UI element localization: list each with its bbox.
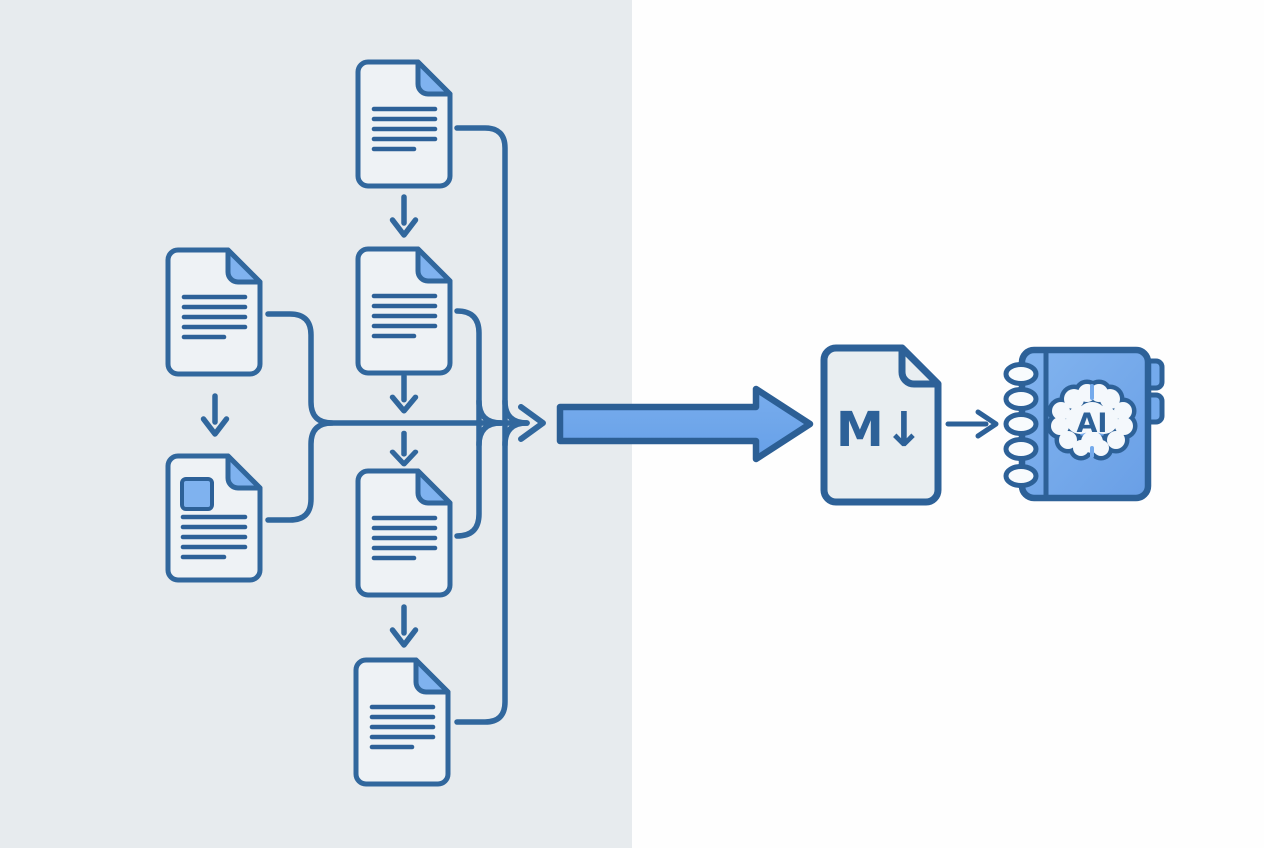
text-document-icon bbox=[356, 660, 448, 784]
markdown-file-icon: M↓ bbox=[820, 344, 942, 506]
text-document-icon bbox=[358, 471, 450, 595]
source-documents-cluster bbox=[165, 62, 450, 784]
merge-branch bbox=[502, 420, 530, 448]
image-document-icon bbox=[165, 453, 263, 583]
merge-branch bbox=[476, 420, 504, 448]
big-flow-arrow-icon bbox=[556, 385, 814, 463]
markdown-to-notebook-arrow-icon bbox=[945, 409, 999, 439]
connector-middle-outer bbox=[454, 125, 508, 725]
spiral-ring bbox=[1003, 362, 1039, 386]
text-document-icon bbox=[358, 62, 450, 186]
ai-label: AI bbox=[1077, 408, 1108, 439]
text-document-icon bbox=[168, 250, 260, 374]
connector-lines bbox=[265, 125, 546, 725]
connector-left-bottom-doc bbox=[265, 420, 335, 523]
markdown-label: M↓ bbox=[836, 402, 924, 458]
spiral-rings bbox=[1003, 362, 1039, 488]
text-document-icon bbox=[358, 249, 450, 373]
spiral-ring bbox=[1003, 387, 1039, 411]
connector-middle-inner bbox=[454, 308, 482, 539]
brain-icon: AI bbox=[1046, 379, 1138, 461]
spiral-ring bbox=[1003, 437, 1039, 461]
image-placeholder-icon bbox=[180, 477, 214, 511]
spiral-ring bbox=[1003, 412, 1039, 436]
merge-arrowhead-icon bbox=[518, 404, 546, 442]
spiral-ring bbox=[1003, 464, 1039, 488]
ai-notebook-icon: AI bbox=[1003, 346, 1165, 502]
